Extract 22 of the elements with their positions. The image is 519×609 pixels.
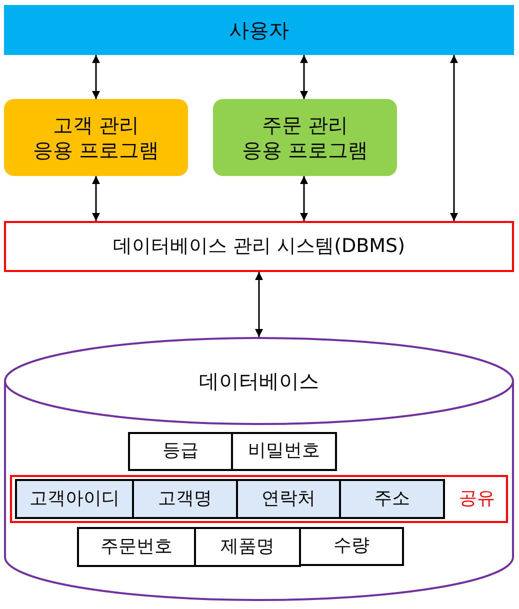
field-cell: 고객명 [132, 479, 238, 519]
shared-label: 공유 [458, 487, 496, 511]
field-cell: 주소 [339, 479, 445, 519]
application-box: 주문 관리 응용 프로그램 [213, 99, 397, 176]
double-arrow [255, 272, 263, 337]
field-cell: 주문번호 [77, 527, 196, 567]
double-arrow [450, 55, 458, 221]
double-arrow [92, 55, 100, 99]
shared-fields-frame [10, 475, 508, 523]
field-cell: 수량 [299, 527, 404, 566]
double-arrow [300, 176, 308, 221]
field-cell: 제품명 [194, 527, 301, 567]
double-arrow [300, 55, 308, 99]
database-label: 데이터베이스 [198, 368, 320, 394]
field-cell: 연락처 [236, 479, 341, 519]
dbms-box: 데이터베이스 관리 시스템(DBMS) [4, 221, 514, 272]
field-cell: 등급 [128, 432, 233, 471]
user-bar: 사용자 [4, 5, 514, 55]
application-box: 고객 관리 응용 프로그램 [4, 99, 188, 176]
double-arrow [92, 176, 100, 221]
field-cell: 고객아이디 [15, 479, 134, 519]
field-cell: 비밀번호 [231, 432, 337, 471]
